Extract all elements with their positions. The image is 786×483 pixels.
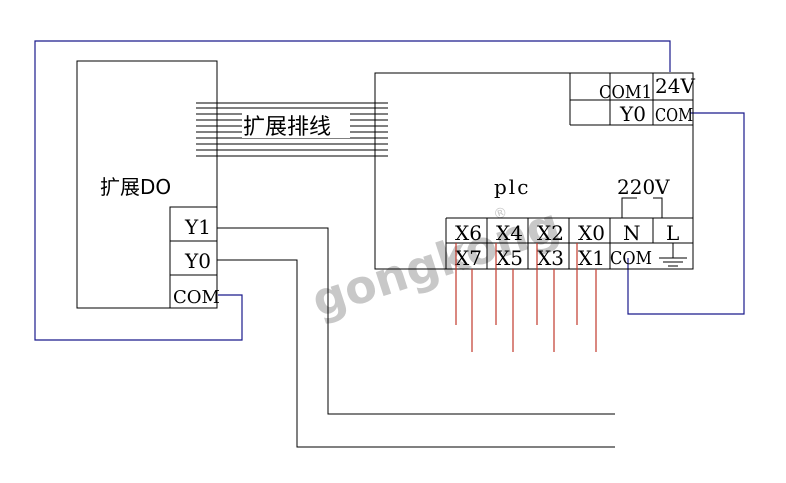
terminal-y0: Y0 — [184, 249, 211, 273]
terminal-com1: COM1 — [599, 82, 652, 103]
blue-wire-com-loop — [627, 112, 745, 315]
plc-box — [374, 72, 694, 270]
ribbon-cable: 扩展排线 — [196, 102, 388, 157]
terminal-x4: X4 — [496, 221, 523, 245]
watermark-text: gongkong — [305, 197, 566, 328]
expansion-module-title: 扩展DO — [100, 175, 171, 199]
watermark-mark: ® — [491, 204, 509, 224]
ground-icon — [659, 243, 687, 267]
watermark: gongkong ® — [305, 197, 566, 328]
blue-wire-24v-loop — [34, 40, 671, 341]
plc-power-terminals: COM1 24V Y0 COM — [569, 73, 695, 126]
terminal-x3: X3 — [537, 246, 564, 270]
ribbon-cable-label: 扩展排线 — [243, 115, 331, 140]
terminal-x2: X2 — [537, 221, 564, 245]
terminal-plc-y0: Y0 — [619, 102, 646, 126]
terminal-24v: 24V — [655, 74, 695, 98]
terminal-com: COM — [173, 287, 220, 308]
terminal-x1: X1 — [578, 246, 605, 270]
terminal-x0: X0 — [578, 221, 605, 245]
expansion-terminal-block — [169, 206, 218, 309]
terminal-x7: X7 — [455, 246, 482, 270]
plc-title: plc — [494, 175, 530, 199]
terminal-y1: Y1 — [184, 215, 211, 239]
supply-voltage-label: 220V — [617, 175, 670, 199]
terminal-n: N — [623, 221, 641, 245]
input-wires — [455, 243, 597, 352]
terminal-input-com: COM — [610, 248, 652, 269]
output-wire-y1 — [217, 227, 615, 415]
terminal-x6: X6 — [455, 221, 482, 245]
terminal-l: L — [666, 221, 679, 245]
plc-input-terminals: X6 X4 X2 X0 N L X7 X5 X3 X1 COM — [445, 217, 693, 270]
expansion-module-box — [76, 60, 218, 309]
supply-wire-l — [653, 197, 663, 218]
output-wire-y0 — [217, 259, 615, 448]
supply-wire-n — [621, 197, 637, 218]
terminal-plc-com: COM — [655, 105, 693, 126]
terminal-x5: X5 — [496, 246, 523, 270]
